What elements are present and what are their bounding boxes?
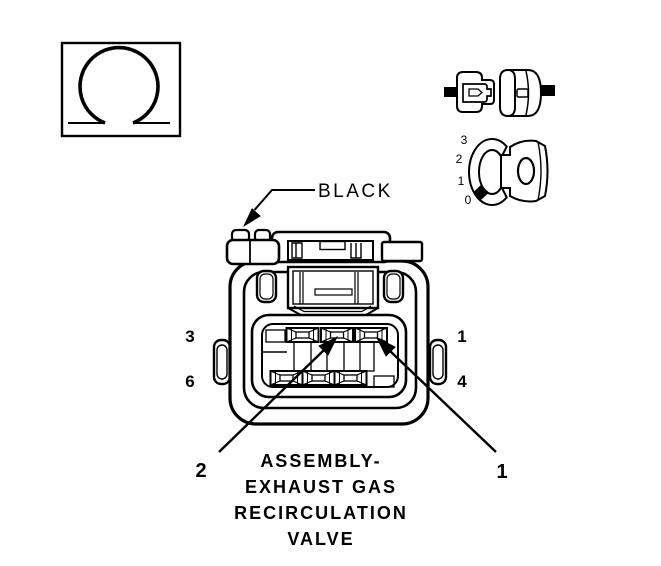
pin-label-bottom-right: 4	[457, 372, 467, 391]
wire-color-label: BLACK	[318, 181, 393, 202]
right-shoulder-slot-inner	[386, 273, 401, 300]
right-wire-stub	[540, 85, 555, 96]
pin-number-labels: 3 6 1 4	[185, 327, 467, 391]
pin-label-bottom-left: 6	[185, 372, 194, 391]
latch-right-block	[380, 240, 424, 263]
caption-line-4: VALVE	[287, 529, 354, 549]
gauge-plate-depth-line	[537, 141, 542, 201]
gauge-tick-0: 0	[465, 193, 472, 207]
terminal-pin-2	[320, 327, 354, 343]
gauge-tick-3: 3	[461, 133, 468, 147]
gauge-tick-2: 2	[456, 152, 463, 166]
right-side-tab	[428, 338, 448, 386]
gauge-marker-diamond-icon	[473, 185, 489, 200]
caption: ASSEMBLY- EXHAUST GAS RECIRCULATION VALV…	[234, 451, 408, 549]
callout-2-leader-line	[218, 348, 326, 453]
left-shoulder-slot-inner	[259, 273, 274, 300]
latch-window-ledge	[314, 288, 353, 296]
callout-1-arrowhead	[376, 337, 396, 357]
latch-center-tab	[319, 240, 346, 251]
right-shoulder-slot	[382, 269, 405, 304]
callout-1-leader-line	[389, 350, 497, 453]
right-side-tab-inner	[432, 344, 444, 380]
callout-1-label: 1	[496, 461, 507, 483]
gauge-oval-hole	[516, 156, 536, 186]
caption-line-3: RECIRCULATION	[234, 503, 408, 523]
male-terminal-key	[468, 88, 483, 97]
pin-label-top-right: 1	[457, 327, 466, 346]
connector-pair-icon	[444, 68, 555, 118]
latch-window-ribs	[299, 272, 359, 304]
caption-line-2: EXHAUST GAS	[245, 477, 397, 497]
latch-window-outer	[286, 265, 380, 310]
latch-detail-slots	[291, 242, 362, 259]
connector-face-view	[212, 228, 448, 426]
female-connector-rim	[499, 68, 516, 118]
terminal-pin-4	[333, 370, 368, 386]
left-wire-stub	[444, 87, 458, 97]
wire-color-leader-line	[253, 189, 315, 211]
terminal-pin-5	[301, 370, 336, 386]
caption-line-1: ASSEMBLY-	[260, 451, 381, 471]
omega-icon	[78, 45, 160, 125]
terminal-pin-1	[354, 327, 388, 343]
latch-window-inner	[292, 270, 374, 305]
callout-2-label: 2	[195, 460, 206, 482]
left-side-tab-inner	[216, 344, 228, 380]
terminal-pin-3	[285, 327, 320, 343]
left-shoulder-slot	[255, 269, 278, 304]
gauge-tick-1: 1	[458, 174, 465, 188]
male-terminal-slot	[462, 83, 492, 103]
female-terminal-slot	[516, 88, 529, 98]
cavity-step-top-left	[265, 329, 286, 343]
corner-block	[225, 238, 281, 266]
terminal-pin-6	[269, 370, 304, 386]
callout-2-arrowhead	[318, 336, 338, 356]
pin-label-top-left: 3	[185, 327, 194, 346]
wire-color-arrowhead	[243, 208, 261, 227]
omega-symbol-box	[60, 41, 182, 138]
cavity-step-bottom-right	[373, 375, 395, 388]
wire-color-callout: BLACK	[243, 181, 393, 227]
lock-gauge-icon: 3 2 1 0	[456, 133, 549, 207]
terminal-callouts: 2 1	[195, 336, 508, 483]
